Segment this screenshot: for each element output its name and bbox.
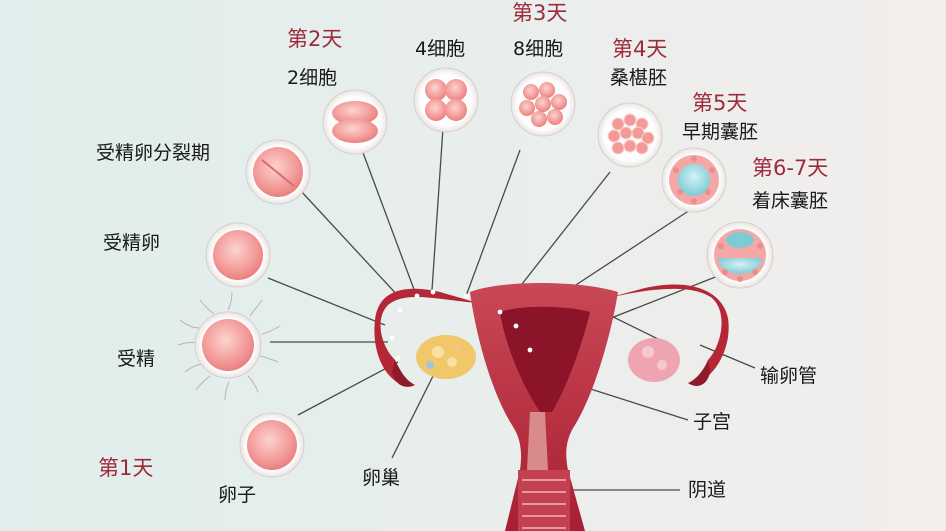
day-label-6-7: 第6-7天 [752,156,829,180]
label-uterus: 子宫 [693,411,732,433]
label-8-cell: 8细胞 [513,38,564,60]
cell-4 [413,67,479,133]
stage-cells [177,67,774,478]
cell-implanting-blastocyst [706,221,774,289]
label-vagina: 阴道 [688,479,727,501]
cell-early-blastocyst [661,147,727,213]
cell-8 [510,71,576,137]
cell-cleavage [245,139,311,205]
label-zygote: 受精卵 [103,232,161,254]
day-label-4: 第4天 [612,37,668,61]
fallopian-tube-left [374,288,478,385]
day-label-5: 第5天 [692,91,748,115]
day-label-1: 第1天 [98,456,154,480]
label-4-cell: 4细胞 [415,38,466,60]
label-fallopian-tube: 输卵管 [760,365,818,387]
cell-2 [322,89,388,155]
label-egg: 卵子 [218,484,257,506]
label-ovary: 卵巢 [362,467,401,489]
cell-zygote [205,222,271,288]
label-cleavage: 受精卵分裂期 [96,142,211,164]
cell-egg [239,412,305,478]
label-morula: 桑椹胚 [610,67,668,89]
label-2-cell: 2细胞 [287,67,338,89]
cell-fertilization [177,291,281,401]
day-label-2: 第2天 [287,27,343,51]
day-label-3: 第3天 [512,1,568,25]
ovary-right [628,338,680,382]
cell-morula [597,102,663,168]
uterus-illustration [374,283,729,531]
ovary-left [416,335,476,379]
label-early-blastocyst: 早期囊胚 [682,121,759,143]
label-fertilization: 受精 [117,348,156,370]
label-implanting-blastocyst: 着床囊胚 [752,190,829,212]
